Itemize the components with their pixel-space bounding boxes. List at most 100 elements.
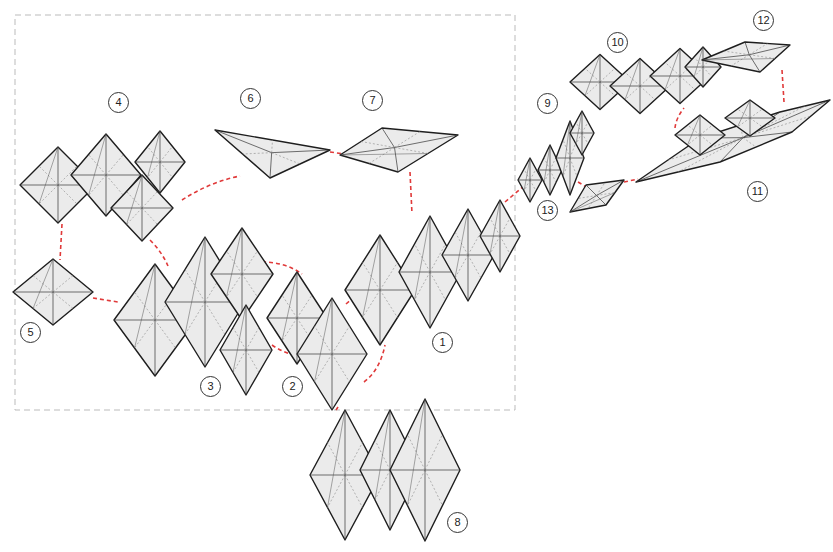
callout-number: 4 — [108, 92, 129, 113]
fold-line — [106, 175, 107, 216]
fold-line — [750, 118, 751, 136]
dashed-connector — [182, 176, 240, 200]
callout-number: 10 — [607, 32, 628, 53]
fold-line — [127, 175, 143, 225]
dashed-connector — [93, 298, 118, 302]
fold-line — [160, 131, 161, 162]
panel-drawing — [265, 270, 369, 412]
fold-line — [468, 209, 469, 255]
dashed-connector — [505, 186, 524, 202]
fold-line — [680, 76, 681, 104]
hidden-fold — [600, 68, 615, 82]
fold-line — [205, 302, 206, 367]
hidden-fold — [297, 295, 312, 318]
fold-line — [380, 290, 381, 345]
fold-line — [665, 49, 680, 90]
panel-cluster: 10 — [568, 45, 723, 116]
hidden-fold — [369, 148, 395, 164]
panel-cluster: 4 — [18, 129, 187, 243]
fold-line — [39, 147, 58, 204]
fold-line — [142, 208, 143, 241]
fold-line — [576, 111, 582, 144]
fold-line — [563, 121, 570, 177]
callout-number: 11 — [747, 181, 768, 202]
panel-face — [340, 128, 458, 172]
hidden-fold — [425, 435, 443, 471]
hidden-fold — [550, 170, 556, 183]
hidden-fold — [272, 153, 300, 164]
panel-drawing — [11, 257, 95, 327]
fold-line — [345, 290, 380, 291]
panel-face — [442, 209, 494, 301]
fold-line — [233, 305, 246, 373]
hidden-fold — [724, 51, 750, 55]
hidden-fold — [380, 290, 398, 318]
panel-cluster: 5 — [11, 257, 95, 327]
fold-line — [582, 133, 594, 134]
fold-line — [332, 298, 333, 354]
fold-line — [215, 130, 272, 153]
panel-face — [518, 158, 542, 202]
fold-line — [165, 302, 205, 303]
hidden-fold — [332, 354, 350, 382]
hidden-fold — [58, 185, 77, 204]
hidden-fold — [597, 193, 616, 196]
panel-cluster: 13 — [568, 178, 626, 214]
fold-line — [570, 158, 571, 195]
fold-line — [544, 145, 550, 183]
hidden-fold — [530, 169, 536, 180]
fold-line — [53, 292, 54, 325]
hidden-fold — [142, 208, 158, 225]
hidden-fold — [749, 55, 775, 59]
fold-line — [640, 86, 641, 114]
fold-line — [738, 100, 751, 127]
hidden-fold — [89, 175, 107, 196]
panel-drawing — [634, 98, 832, 184]
hidden-fold — [332, 326, 350, 354]
dashed-connector — [336, 407, 338, 410]
panel-cluster: 12 — [700, 40, 792, 74]
fold-line — [524, 158, 530, 191]
fold-line — [297, 318, 298, 364]
hidden-fold — [550, 158, 556, 171]
fold-line — [556, 158, 570, 159]
hidden-fold — [160, 147, 173, 163]
panel-cluster: 1 — [343, 198, 522, 347]
fold-line — [550, 170, 551, 195]
fold-line — [500, 236, 520, 237]
fold-line — [442, 255, 468, 256]
fold-line — [570, 121, 571, 158]
callout-number: 3 — [200, 376, 221, 397]
panel-face — [297, 298, 367, 410]
panel-face — [345, 235, 415, 345]
panel-drawing — [112, 226, 275, 397]
hidden-fold — [700, 125, 713, 135]
fold-line — [363, 235, 381, 318]
panel-cluster: 8 — [308, 397, 462, 543]
fold-line — [297, 272, 298, 318]
fold-line — [570, 158, 584, 159]
hidden-fold — [731, 55, 749, 66]
hidden-fold — [363, 290, 381, 318]
hidden-fold — [271, 140, 273, 153]
panel-face — [13, 259, 93, 325]
fold-line — [530, 180, 531, 202]
hidden-fold — [106, 175, 124, 196]
hidden-fold — [597, 183, 606, 196]
fold-line — [430, 272, 431, 328]
panel-cluster: 3 — [112, 226, 275, 397]
fold-line — [135, 264, 156, 348]
fold-line — [625, 59, 640, 100]
hidden-fold — [430, 272, 446, 300]
fold-line — [58, 147, 59, 185]
hidden-fold — [160, 162, 173, 178]
fold-line — [749, 55, 760, 72]
hidden-fold — [185, 302, 205, 335]
fold-line — [530, 180, 542, 181]
hidden-fold — [246, 350, 259, 373]
hidden-fold — [315, 354, 333, 382]
hidden-fold — [39, 185, 58, 204]
fold-line — [33, 259, 53, 309]
hidden-fold — [106, 155, 124, 176]
